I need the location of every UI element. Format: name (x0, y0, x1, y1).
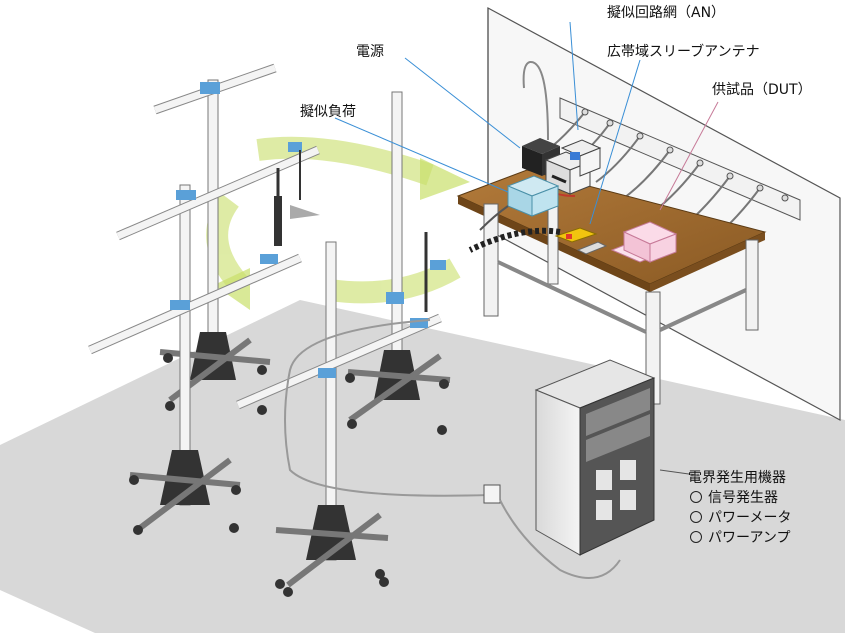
bullet-circle-icon (690, 491, 702, 503)
bullet-circle-icon (690, 511, 702, 523)
equipment-item: パワーメータ (688, 508, 791, 528)
antenna-stand-front-right (236, 232, 446, 597)
artificial-network (544, 139, 602, 195)
equipment-item: 信号発生器 (688, 488, 791, 508)
sleeve-antenna (554, 227, 608, 255)
label-an: 擬似回路網（AN） (607, 5, 726, 21)
dummy-load-box (506, 175, 560, 217)
label-dut: 供試品（DUT） (712, 82, 812, 98)
bullet-circle-icon (690, 531, 702, 543)
antenna-stand-front-left (88, 142, 320, 535)
equipment-item: パワーアンプ (688, 528, 791, 548)
label-power-supply: 電源 (356, 44, 384, 60)
equipment-rack (534, 359, 656, 556)
equipment-title: 電界発生用機器 (688, 470, 786, 486)
dut-box (610, 221, 678, 263)
callout-lines (334, 21, 641, 225)
floor-outlet (483, 484, 501, 504)
label-dummy-load: 擬似負荷 (300, 104, 356, 120)
equipment-legend: 電界発生用機器 信号発生器 パワーメータ パワーアンプ (688, 468, 791, 548)
antenna-stand-back-right (345, 91, 451, 435)
label-sleeve-antenna: 広帯域スリーブアンテナ (607, 44, 760, 60)
